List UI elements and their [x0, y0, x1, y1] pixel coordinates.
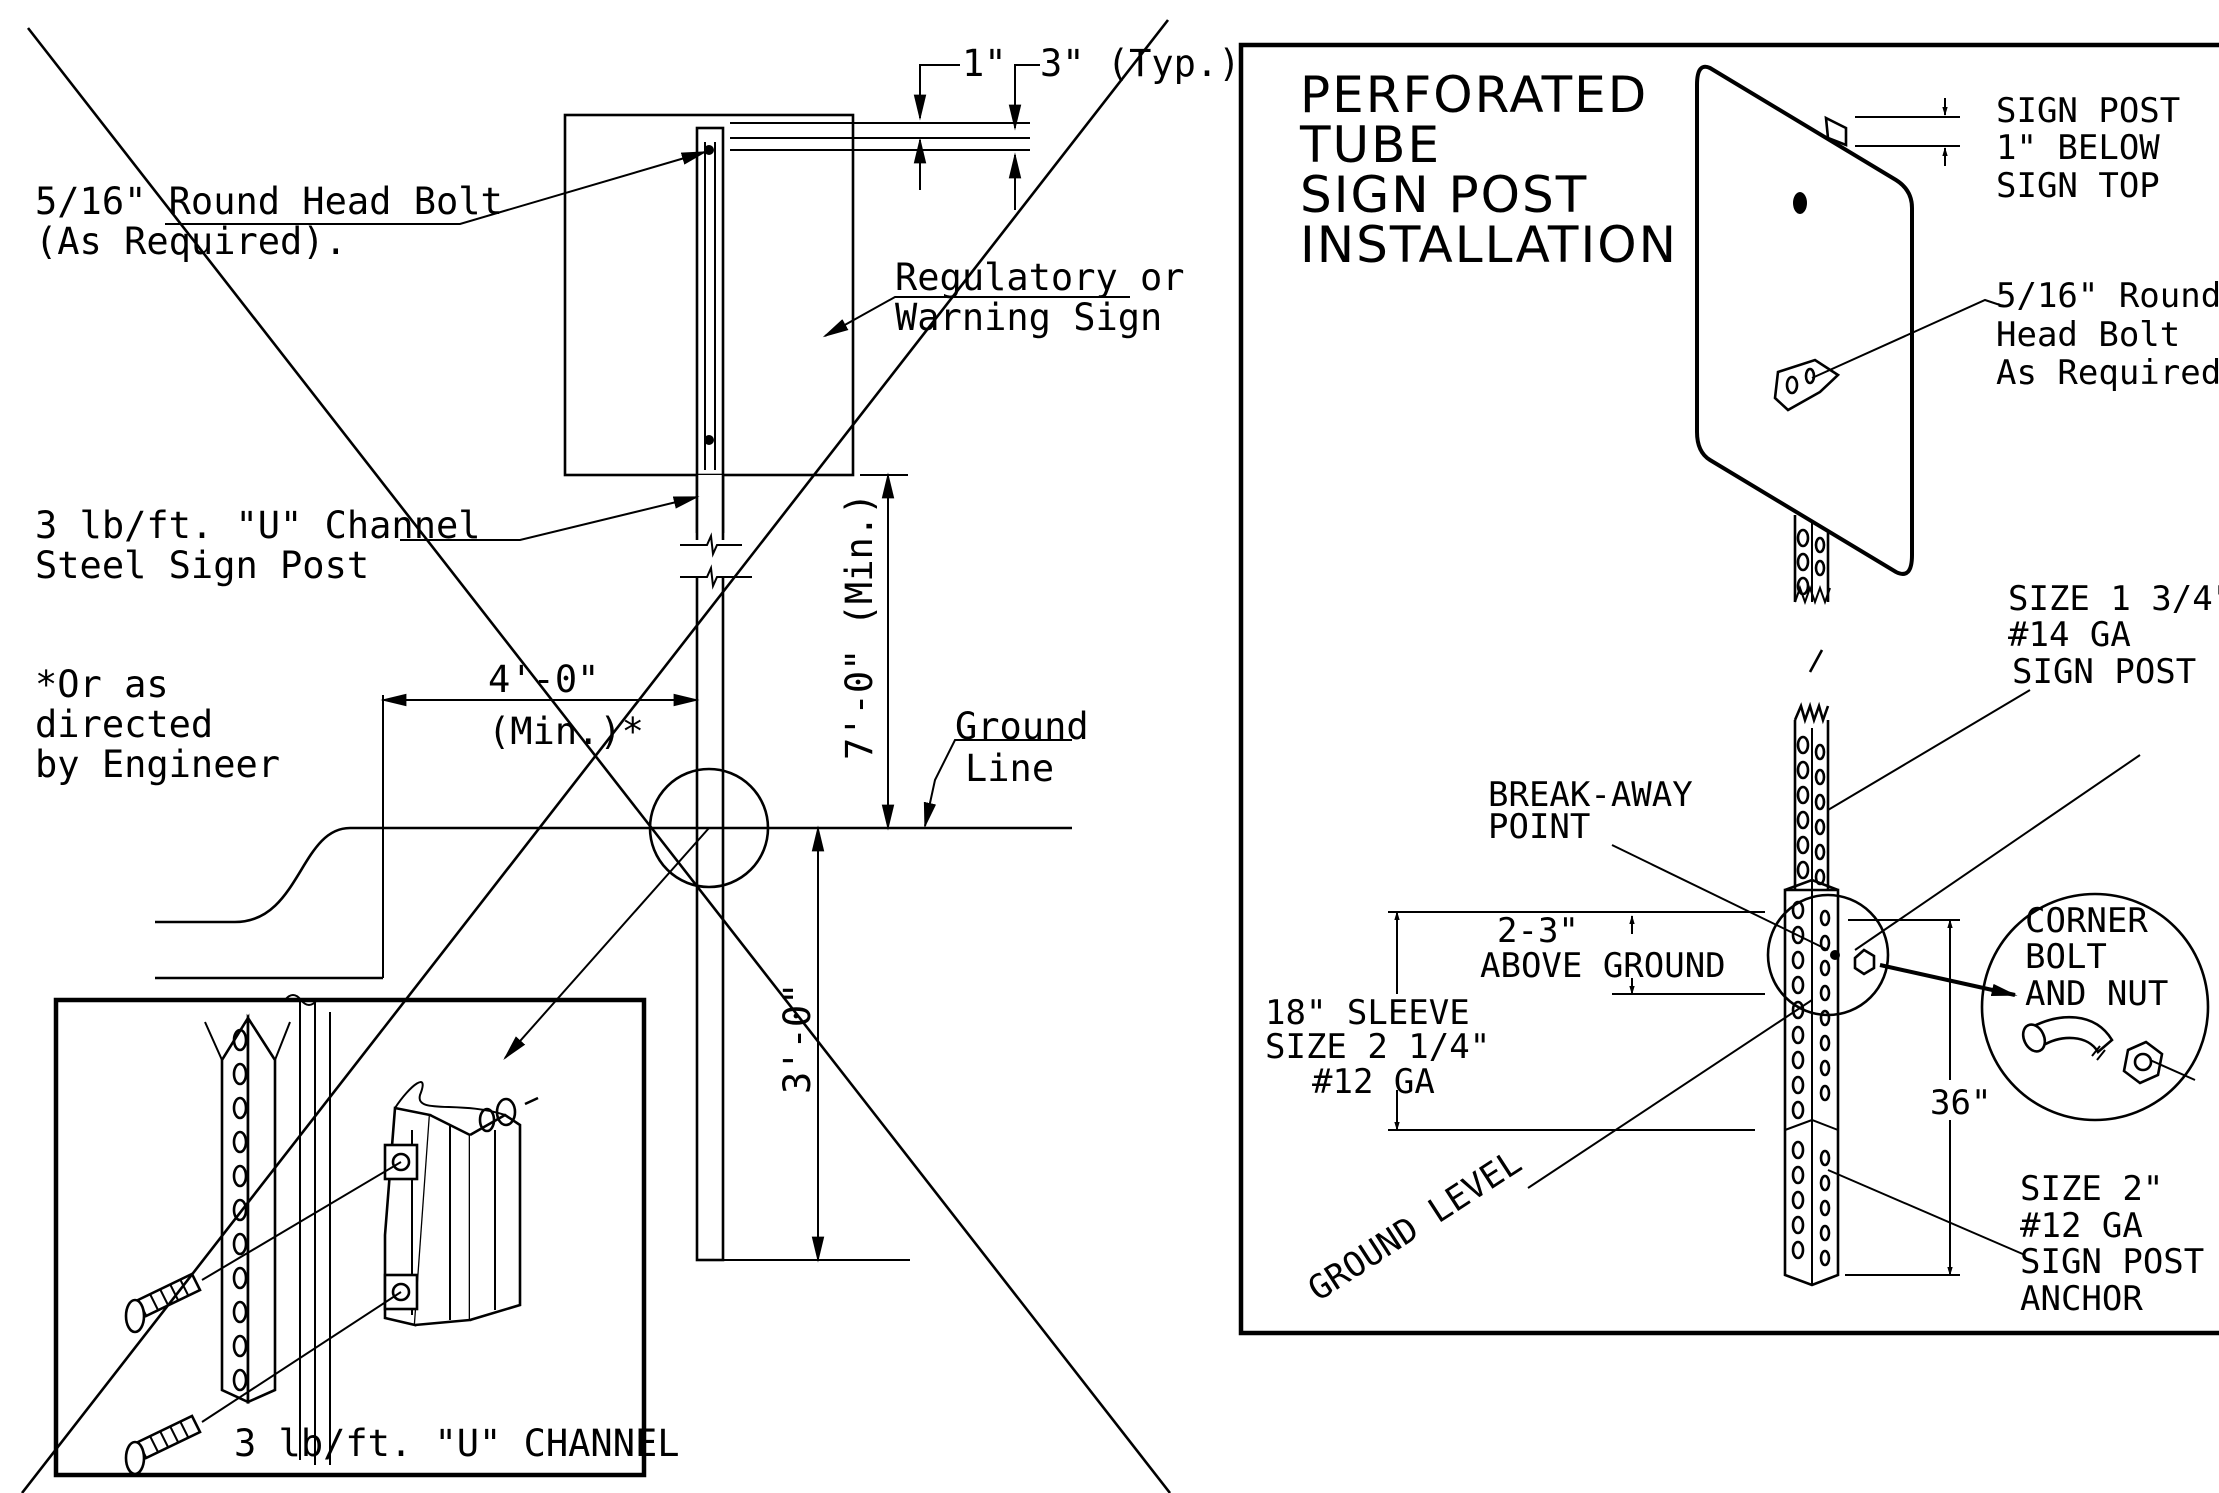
detail-box	[53, 997, 647, 1478]
bolt-note1: 5/16" Round	[1996, 276, 2219, 316]
sleeve1: 18" SLEEVE	[1265, 993, 1470, 1033]
sign-post-note1: SIGN POST	[1996, 91, 2180, 131]
bolt-label-line1: 5/16" Round Head Bolt	[35, 180, 503, 223]
bolt-label-line2: (As Required).	[35, 220, 347, 263]
channel-holes	[232, 1028, 248, 1392]
detail-caption: 3 lb/ft. "U" CHANNEL	[234, 1422, 680, 1465]
above-ground2: ABOVE GROUND	[1480, 946, 1726, 986]
ground-slope	[155, 826, 383, 924]
u-channel-post	[695, 126, 725, 1262]
dim-3in-typ: 3" (Typ.)	[1040, 42, 1240, 85]
anchor2: #12 GA	[2020, 1206, 2143, 1246]
breakaway-circle	[1766, 893, 1890, 1017]
anchor3: SIGN POST	[2020, 1242, 2204, 1282]
detail-bolt-upper	[124, 1272, 202, 1334]
bolt-top	[704, 145, 714, 155]
sign-label-line1: Regulatory or	[895, 256, 1185, 299]
corner-bolt-icon	[2021, 1015, 2196, 1085]
title-line1: PERFORATED	[1300, 66, 1648, 124]
title-line4: INSTALLATION	[1300, 216, 1678, 274]
bolt-bottom	[704, 435, 714, 445]
ground-line-label1: Ground	[955, 705, 1089, 748]
bolt-note3: As Required	[1996, 353, 2219, 393]
perforated-sign-panel	[1695, 64, 1914, 576]
corner-bolt3: AND NUT	[2025, 974, 2168, 1014]
perforated-tube-panel: PERFORATED TUBE SIGN POST INSTALLATION	[1238, 42, 2219, 1336]
sign-post-note3: SIGN TOP	[1996, 166, 2160, 206]
u-channel-elevation: 1" 3" (Typ.) 5/16" Round Head Bolt (As R…	[35, 42, 1240, 1263]
sleeve-anchor	[1783, 878, 1840, 1287]
post-break-symbol	[680, 532, 752, 590]
anchor4: ANCHOR	[2020, 1279, 2143, 1319]
ground-level: GROUND LEVEL	[1301, 1142, 1529, 1309]
title-line2: TUBE	[1299, 116, 1441, 174]
height-dim: 7'-0" (Min.)	[838, 493, 881, 760]
above-ground1: 2-3"	[1497, 911, 1579, 951]
sign-post-note2: 1" BELOW	[1996, 128, 2160, 168]
sign-clamp-bolt	[1773, 358, 1841, 412]
breakaway1: BREAK-AWAY	[1488, 775, 1693, 815]
embed-dim: 3'-0"	[776, 983, 819, 1094]
upper-post-segment	[1793, 515, 1831, 605]
post-size2: #14 GA	[2008, 615, 2131, 655]
title-line3: SIGN POST	[1300, 166, 1588, 224]
anchor1: SIZE 2"	[2020, 1169, 2163, 1209]
corner-bolt1: CORNER	[2025, 901, 2148, 941]
post-label-line1: 3 lb/ft. "U" Channel	[35, 504, 481, 547]
note-line3: by Engineer	[35, 743, 280, 786]
detail-bolt-lower	[124, 1414, 202, 1476]
sign-panel	[563, 113, 855, 477]
offset-dim-value: 4'-0"	[488, 658, 599, 701]
anchor-depth: 36"	[1930, 1083, 1991, 1123]
post-size1: SIZE 1 3/4"	[2008, 579, 2219, 619]
sleeve2: SIZE 2 1/4"	[1265, 1027, 1490, 1067]
post-holes	[1796, 735, 1826, 886]
ground-line-label2: Line	[965, 747, 1054, 790]
corner-bolt2: BOLT	[2025, 937, 2107, 977]
u-channel-detail: 3 lb/ft. "U" CHANNEL	[53, 997, 680, 1478]
sleeve3: #12 GA	[1312, 1062, 1435, 1102]
post-size3: SIGN POST	[2012, 652, 2196, 692]
bolt-note2: Head Bolt	[1996, 315, 2180, 355]
right-frame	[1238, 42, 2219, 1336]
note-line2: directed	[35, 703, 213, 746]
post-label-line2: Steel Sign Post	[35, 544, 369, 587]
note-line1: *Or as	[35, 663, 169, 706]
strike-through-x	[20, 19, 1172, 1493]
sign-bolt-hole	[1793, 192, 1807, 214]
dim-1in: 1"	[962, 42, 1007, 85]
corner-bolt-detail-circle	[1980, 892, 2210, 1122]
breakaway2: POINT	[1488, 807, 1590, 847]
sign-label-line2: Warning Sign	[895, 296, 1162, 339]
